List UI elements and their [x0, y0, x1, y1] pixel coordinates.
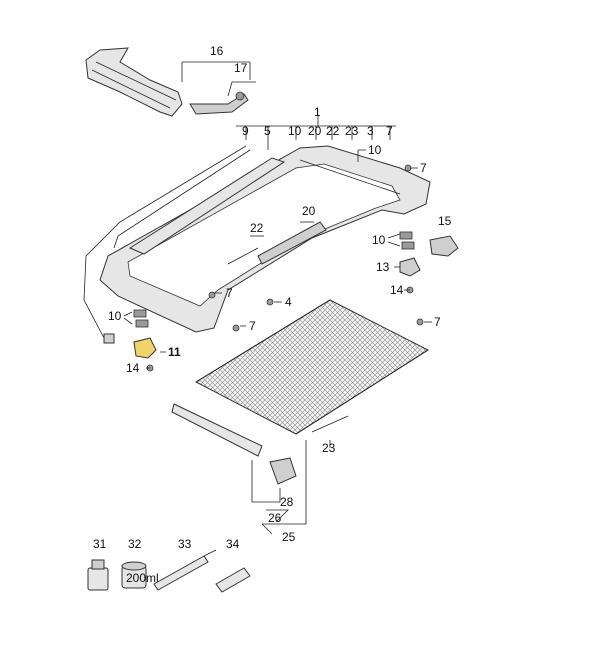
label-part-5: 5: [264, 124, 271, 138]
label-part-33: 33: [178, 537, 192, 551]
label-part-22: 22: [250, 221, 264, 235]
clips-part-10-right: [399, 231, 415, 250]
bracket-part-13: [399, 257, 421, 277]
label-part-10-left: 10: [108, 309, 122, 323]
label-part-7-right: 7: [434, 315, 441, 329]
sealant-tube-part-34: [215, 567, 251, 593]
bolt-part-7-left: [208, 291, 216, 299]
label-part-3: 3: [367, 124, 374, 138]
leader-lines: [123, 61, 432, 535]
label-part-9: 9: [242, 124, 249, 138]
label-part-1: 1: [314, 105, 321, 119]
label-part-14-left: 14: [126, 361, 140, 375]
label-part-20: 20: [302, 204, 316, 218]
label-part-16: 16: [210, 44, 224, 58]
label-part-22-top: 22: [326, 124, 340, 138]
label-part-13: 13: [376, 260, 390, 274]
roof-frame-part-1: [99, 145, 431, 333]
label-part-10-mid: 10: [368, 143, 382, 157]
bracket-part-11: [133, 337, 157, 359]
tube-part-33: [153, 549, 217, 591]
wind-deflector-part-16: [85, 47, 183, 117]
label-part-7-lower: 7: [249, 319, 256, 333]
label-part-23: 23: [322, 441, 336, 455]
label-part-34: 34: [226, 537, 240, 551]
motor-part-15: [429, 235, 459, 257]
label-part-14-right: 14: [390, 283, 404, 297]
clips-part-10-left: [133, 309, 149, 328]
sunshade-blind-part-25: [194, 299, 430, 435]
label-part-23-top: 23: [345, 124, 359, 138]
label-part-4: 4: [285, 295, 292, 309]
label-part-7-left: 7: [226, 286, 233, 300]
label-part-10-top: 10: [288, 124, 302, 138]
label-part-17: 17: [234, 61, 248, 75]
guide-part-22: [227, 247, 259, 265]
bolt-part-7-right: [416, 318, 424, 326]
label-part-15: 15: [438, 214, 452, 228]
label-part-11: 11: [168, 345, 181, 359]
label-part-7-right-top: 7: [420, 161, 427, 175]
label-part-7-top: 7: [386, 124, 393, 138]
guide-part-23: [311, 415, 349, 433]
label-part-31: 31: [93, 537, 107, 551]
guide-rail-part-5: [128, 157, 286, 255]
grease-can-part-32: 200ml: [121, 561, 159, 589]
label-part-25: 25: [282, 530, 296, 544]
trim-strip-part-26: [171, 403, 263, 457]
deflector-arm-part-17: [189, 91, 249, 115]
label-part-32: 32: [128, 537, 142, 551]
cleaner-bottle-part-31: [87, 559, 109, 591]
bolt-part-4: [266, 298, 274, 306]
slider-part-28: [269, 457, 297, 485]
bolt-part-7-lower: [232, 324, 240, 332]
guide-rail-part-20: [257, 221, 327, 265]
can-label-text: 200ml: [126, 571, 159, 585]
label-part-28: 28: [280, 495, 294, 509]
label-part-10-right: 10: [372, 233, 386, 247]
drive-cables-part-9: [83, 145, 251, 344]
label-part-26: 26: [268, 511, 282, 525]
label-part-20-top: 20: [308, 124, 322, 138]
